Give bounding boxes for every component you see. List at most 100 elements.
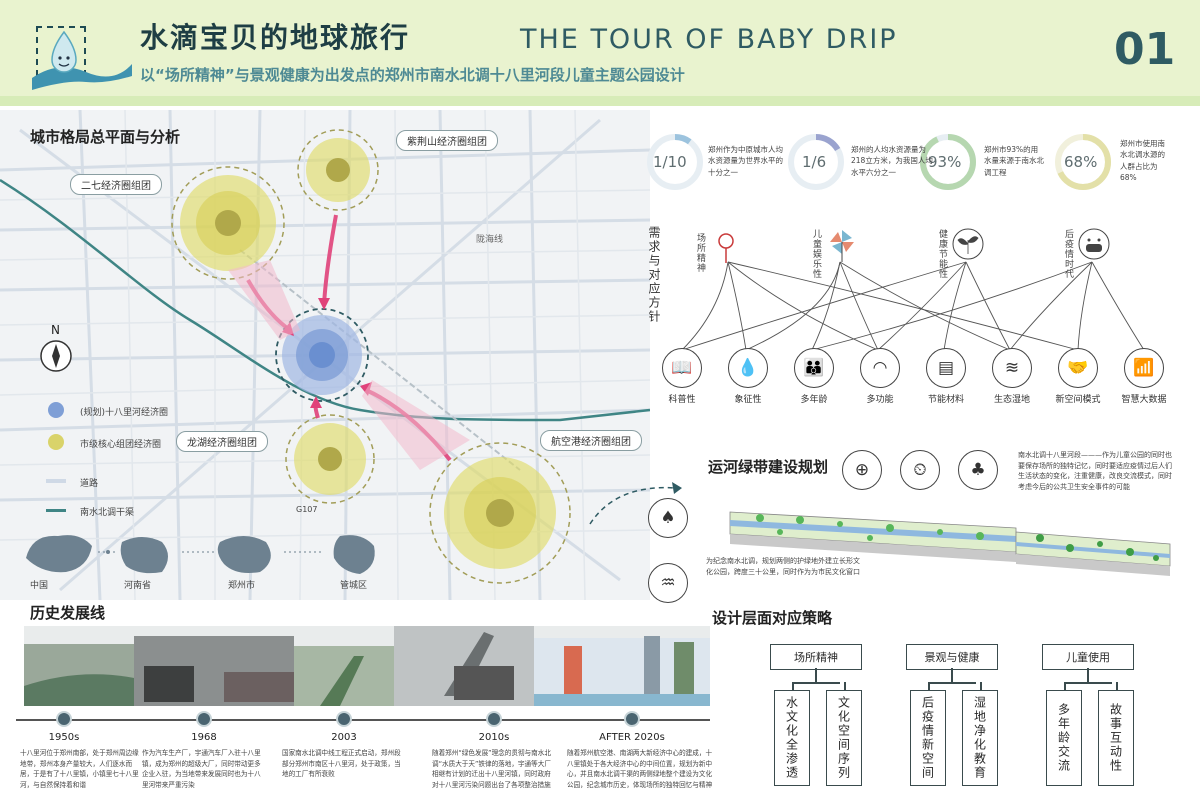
strategy-section-title: 设计层面对应策略	[712, 609, 833, 627]
strategy-connector	[1116, 682, 1118, 690]
need-top-label-4: 后疫情时代	[1063, 229, 1073, 279]
need-bottom-label: 新空间模式	[1055, 395, 1101, 405]
need-bottom-label: 多功能	[866, 395, 894, 405]
road-label-g107: G107	[296, 505, 317, 514]
timeline-line	[16, 719, 710, 721]
strategy-item: 水文化全渗透	[774, 690, 810, 786]
stat-text-3: 郑州市93%的用水量来源于南水北调工程	[984, 145, 1044, 177]
need-bottom-label: 智慧大数据	[1121, 395, 1167, 405]
strategy-group-title: 场所精神	[770, 644, 862, 670]
strategy-connector	[815, 668, 817, 682]
drop-icon: 💧	[728, 348, 768, 388]
timeline-dot	[486, 711, 502, 727]
timeline-year: 1950s	[48, 732, 80, 743]
timeline-year: 2010s	[478, 732, 510, 743]
knot-icon	[718, 233, 734, 263]
timeline-dot	[196, 711, 212, 727]
need-top-3	[952, 228, 984, 262]
callout-erqi: 二七经济圈组团	[70, 174, 162, 195]
timeline-year: 1968	[191, 732, 217, 743]
strategy-connector	[928, 682, 976, 684]
timeline-text: 十八里河位于郑州南部，处于郑州周边缘地带，郑州本身产量较大，人们逐水而居，于是有…	[20, 749, 139, 789]
timeline-text: 随着郑州“绿色发展”理念的贯彻与南水北调“水质大于天”铁律的落地，宇通等大厂相继…	[432, 749, 551, 789]
strategy-item: 后疫情新空间	[910, 690, 946, 786]
mask-icon	[1078, 228, 1110, 260]
locator-label-henan: 河南省	[124, 581, 152, 591]
strategy-diagram: 场所精神水文化全渗透文化空间序列景观与健康后疫情新空间湿地净化教育儿童使用多年龄…	[760, 630, 1180, 790]
legend-label-canal: 南水北调干渠	[80, 508, 135, 518]
tree-icon: ♣	[958, 450, 998, 490]
strategy-connector	[844, 682, 846, 690]
need-top-1	[712, 229, 740, 265]
protractor-icon: ◠	[860, 348, 900, 388]
header-band	[0, 0, 1200, 96]
stat-text-4: 郑州市使用南水北调水源的人群占比为68%	[1120, 139, 1165, 182]
page-number: 01	[1114, 24, 1176, 75]
canal-section-title: 运河绿带建设规划	[708, 458, 829, 476]
timeline-dot	[624, 711, 640, 727]
callout-hangkonggang: 航空港经济圈组团	[540, 430, 642, 451]
sprout-icon	[952, 228, 984, 260]
book-icon: 📖	[662, 348, 702, 388]
strategy-group-title: 景观与健康	[906, 644, 998, 670]
need-bottom-label: 节能材料	[927, 395, 964, 405]
strategy-connector	[951, 668, 953, 682]
callout-longhu: 龙湖经济圈组团	[176, 431, 268, 452]
timeline-text: 作为汽车生产厂，宇通汽车厂入驻十八里镇，成为郑州的超级大厂，同时带动更多企业入驻…	[142, 749, 261, 789]
strategy-item: 故事互动性	[1098, 690, 1134, 786]
map-section-title: 城市格局总平面与分析	[30, 128, 181, 146]
legend-label-road: 道路	[80, 479, 99, 489]
canal-description: 南水北调十八里河段———作为儿童公园的同时也要保存场所的独特记忆，同时要适应疫情…	[1018, 451, 1172, 491]
strategy-connector	[1064, 682, 1066, 690]
strategy-item: 多年龄交流	[1046, 690, 1082, 786]
water-wave-icon: ♒	[648, 563, 688, 603]
pinwheel-icon	[830, 230, 854, 262]
need-top-4	[1078, 228, 1110, 262]
strategy-connector	[1064, 682, 1112, 684]
clock-icon: ⏲	[900, 450, 940, 490]
need-bottom-label: 科普性	[668, 395, 696, 405]
locator-label-china: 中国	[30, 581, 49, 591]
locator-maps	[26, 535, 375, 574]
stat-value-3: 93%	[928, 153, 962, 171]
strategy-connector	[792, 682, 840, 684]
strategy-connector	[928, 682, 930, 690]
strategy-connector	[980, 682, 982, 690]
stat-value-4: 68%	[1064, 153, 1098, 171]
shield-plus-icon: ⊕	[842, 450, 882, 490]
timeline-year: 2003	[331, 732, 357, 743]
need-bottom-label: 象征性	[734, 395, 762, 405]
need-top-label-2: 儿童娱乐性	[811, 229, 821, 279]
callout-zijingshan: 紫荆山经济圈组团	[396, 130, 498, 151]
history-timeline: 1950s 十八里河位于郑州南部，处于郑州周边缘地带，郑州本身产量较大，人们逐水而…	[0, 708, 720, 798]
material-icon: ▤	[926, 348, 966, 388]
need-top-label-1: 场所精神	[695, 233, 705, 273]
needs-network	[681, 261, 1145, 351]
north-label: N	[51, 323, 60, 337]
needs-bottom-row: 📖科普性💧象征性👪多年龄◠多功能▤节能材料≋生态湿地🤝新空间模式📶智慧大数据	[650, 348, 1190, 408]
locator-label-zhengzhou: 郑州市	[228, 581, 256, 591]
timeline-dot	[336, 711, 352, 727]
page-subtitle: 以“场所精神”与景观健康为出发点的郑州市南水北调十八里河段儿童主题公园设计	[140, 66, 685, 84]
stat-value-1: 1/10	[653, 153, 687, 171]
stat-text-1: 郑州作为中原城市人均水资源量为世界水平的十分之一	[708, 145, 783, 177]
stat-ring-2	[788, 134, 844, 190]
strategy-item: 湿地净化教育	[962, 690, 998, 786]
stat-ring-3	[920, 134, 976, 190]
baby-drip-logo-icon	[32, 30, 132, 90]
page-title: 水滴宝贝的地球旅行	[140, 21, 411, 54]
legend-label-city-circle: 市级核心组团经济圈	[80, 440, 162, 450]
strategy-item: 文化空间序列	[826, 690, 862, 786]
stat-text-2: 郑州的人均水资源量为218立方米，为我国人均水平六分之一	[851, 145, 933, 177]
need-bottom-label: 生态湿地	[993, 395, 1030, 405]
history-section-title: 历史发展线	[30, 604, 106, 622]
legend-label-planned-circle: (规划)十八里河经济圈	[80, 408, 169, 418]
timeline-text: 国家南水北调中线工程正式启动，郑州段部分郑州市南区十八里河，处于政策，当地的工厂…	[282, 749, 401, 779]
stat-ring-4	[1055, 134, 1111, 190]
needs-side-title: 需求与对应方针	[647, 226, 661, 324]
timeline-year: AFTER 2020s	[599, 732, 665, 743]
road-label-longhai: 陇海线	[476, 233, 503, 245]
need-top-2	[826, 228, 858, 262]
need-top-label-3: 健康节能性	[937, 229, 947, 279]
stat-ring-1	[647, 134, 703, 190]
